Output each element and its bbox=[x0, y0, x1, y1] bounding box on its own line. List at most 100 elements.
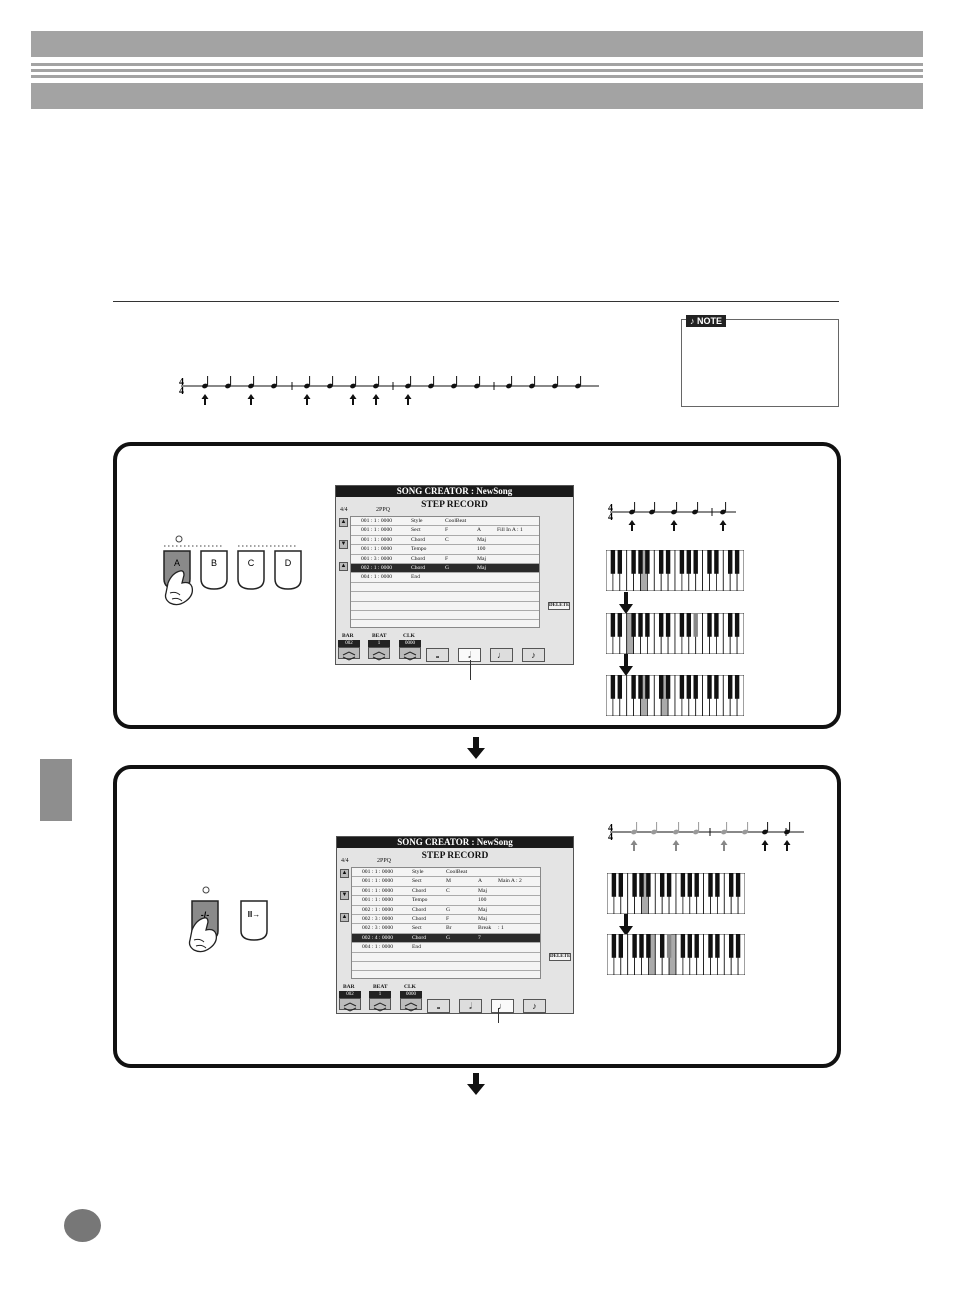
cell-d2: Maj bbox=[477, 536, 487, 543]
black-key bbox=[631, 675, 636, 699]
note-length-button[interactable]: ♩ bbox=[491, 999, 514, 1013]
note-length-button[interactable]: 𝅗𝅥 bbox=[459, 999, 482, 1013]
cell-d1: Br bbox=[446, 925, 452, 932]
note-head bbox=[693, 829, 699, 835]
scroll-up-icon[interactable]: ▲ bbox=[340, 869, 349, 878]
screen-heading: STEP RECORD bbox=[421, 500, 488, 510]
down-arrow-icon bbox=[619, 654, 633, 676]
black-key bbox=[665, 675, 671, 699]
cell-event: Chord bbox=[412, 916, 426, 922]
black-key bbox=[665, 613, 671, 637]
cell-d1: G bbox=[446, 906, 451, 913]
cell-d1: F bbox=[445, 527, 449, 534]
scroll-up-icon[interactable]: ▲ bbox=[339, 518, 348, 527]
cell-pos: 002 : 4 : 0000 bbox=[362, 934, 394, 941]
note-head bbox=[373, 383, 379, 389]
black-key bbox=[611, 873, 617, 897]
note-head bbox=[428, 383, 434, 389]
value-spinner[interactable]: 002 bbox=[338, 640, 360, 661]
up-down-arrows-icon bbox=[338, 647, 360, 661]
pressing-hand-icon bbox=[164, 570, 194, 606]
cell-d2: Break bbox=[478, 925, 492, 932]
note-head bbox=[692, 509, 698, 515]
scroll-down-icon[interactable]: ▼ bbox=[340, 891, 349, 900]
delete-button[interactable]: DELETE bbox=[548, 602, 570, 610]
time-sig-readout: 4/4 bbox=[340, 507, 348, 513]
note-length-button[interactable]: 𝅝 bbox=[427, 999, 450, 1013]
black-key bbox=[734, 675, 740, 699]
time-signature-top: 4 bbox=[608, 503, 613, 514]
value-spinner[interactable]: 0000 bbox=[399, 640, 421, 661]
cell-event: Sect bbox=[412, 878, 422, 885]
bar-value: 002 bbox=[338, 640, 360, 647]
up-down-arrows-icon bbox=[339, 998, 361, 1012]
scroll-top-icon[interactable]: ▲ bbox=[339, 562, 348, 571]
cell-pos: 001 : 1 : 0000 bbox=[362, 887, 394, 894]
beat-arrow-icon bbox=[201, 394, 209, 405]
beat-arrow-icon bbox=[783, 840, 791, 851]
note-head bbox=[225, 383, 231, 389]
scroll-top-icon[interactable]: ▲ bbox=[340, 913, 349, 922]
event-row bbox=[351, 583, 539, 593]
black-key bbox=[708, 873, 713, 897]
time-sig-readout: 4/4 bbox=[341, 858, 349, 864]
value-spinner[interactable]: 1 bbox=[369, 991, 391, 1012]
black-key bbox=[715, 934, 720, 958]
cell-d1: F bbox=[445, 555, 449, 562]
note-length-button[interactable]: 𝅗𝅥 bbox=[458, 648, 481, 662]
cell-d1: F bbox=[446, 916, 450, 922]
black-key bbox=[639, 873, 644, 897]
keyboard-diagram bbox=[606, 550, 744, 591]
scroll-down-icon[interactable]: ▼ bbox=[339, 540, 348, 549]
black-key bbox=[645, 550, 650, 574]
delete-button[interactable]: DELETE bbox=[549, 953, 571, 961]
bar-label: BAR bbox=[343, 984, 355, 990]
note-length-button[interactable]: ♪ bbox=[523, 999, 546, 1013]
note-head bbox=[742, 829, 748, 835]
note-length-button[interactable]: ♩ bbox=[490, 648, 513, 662]
cell-pos: 001 : 1 : 0000 bbox=[362, 869, 394, 875]
cell-d2: Maj bbox=[477, 565, 487, 571]
black-key bbox=[631, 550, 636, 574]
cell-pos: 004 : 1 : 0000 bbox=[361, 574, 393, 581]
cell-d1: C bbox=[445, 536, 449, 543]
beat-label: BEAT bbox=[373, 984, 388, 990]
cell-d2: 7 bbox=[478, 934, 481, 941]
black-key bbox=[610, 550, 616, 574]
time-signature-bottom: 4 bbox=[608, 512, 613, 523]
note-label: NOTE bbox=[697, 316, 723, 326]
black-key bbox=[617, 613, 623, 637]
event-row bbox=[352, 953, 540, 962]
black-key bbox=[687, 934, 693, 958]
note-head bbox=[451, 383, 457, 389]
cell-event: Tempo bbox=[411, 546, 427, 553]
rhythm-staff-small-2: 44 bbox=[608, 822, 804, 851]
black-key bbox=[638, 675, 643, 699]
bar-label: BAR bbox=[342, 633, 354, 639]
black-key bbox=[658, 675, 664, 699]
black-key bbox=[658, 613, 664, 637]
note-length-button[interactable]: ♪ bbox=[522, 648, 545, 662]
cell-pos: 001 : 1 : 0000 bbox=[361, 518, 393, 524]
time-signature-bottom: 4 bbox=[179, 386, 184, 397]
cell-d2: 100 bbox=[477, 546, 486, 553]
value-spinner[interactable]: 002 bbox=[339, 991, 361, 1012]
rhythm-staff-small-1: 44 bbox=[608, 502, 736, 531]
cell-pos: 001 : 1 : 0000 bbox=[362, 878, 394, 885]
note-length-button[interactable]: 𝅝 bbox=[426, 648, 449, 662]
black-key bbox=[611, 934, 617, 958]
cell-d1: C bbox=[446, 887, 450, 894]
cell-pos: 001 : 3 : 0000 bbox=[361, 555, 393, 562]
note-head bbox=[575, 383, 581, 389]
time-signature-top: 4 bbox=[179, 377, 184, 388]
beat-arrow-icon bbox=[303, 394, 311, 405]
cell-event: Style bbox=[411, 518, 423, 524]
value-spinner[interactable]: 0000 bbox=[400, 991, 422, 1012]
value-spinner[interactable]: 1 bbox=[368, 640, 390, 661]
